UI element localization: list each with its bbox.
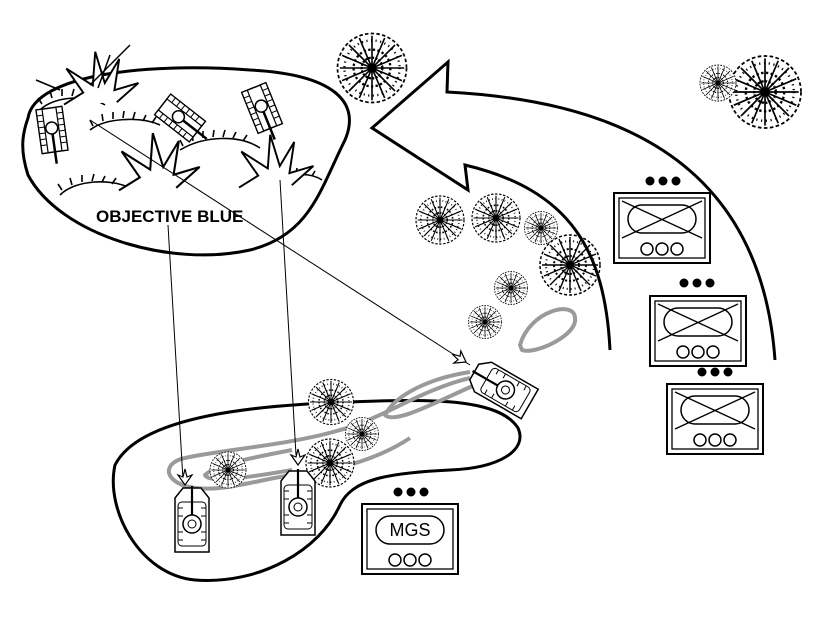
- tree-icon: [471, 193, 521, 243]
- lines-of-fire: [89, 119, 471, 481]
- tank-icon: [240, 81, 289, 146]
- mgs-label: MGS: [389, 520, 430, 540]
- tree-icon: [209, 451, 247, 489]
- tree-icon: [336, 32, 408, 104]
- tree-icon: [344, 416, 380, 452]
- infantry-unit-symbol: [613, 176, 711, 264]
- mgs-unit-symbol: MGS: [361, 487, 459, 575]
- objective-area-outline: [21, 66, 351, 257]
- stryker-vehicle-icon: [448, 347, 540, 420]
- tank-icon: [34, 105, 71, 167]
- tree-icon: [415, 195, 465, 245]
- explosion-streaks: [35, 44, 131, 91]
- battle-position-outline: [111, 398, 522, 582]
- infantry-unit-symbol: [666, 367, 764, 455]
- tree-icon: [727, 54, 803, 130]
- infantry-unit-symbol: [649, 278, 747, 367]
- movement-arrow-icon: [369, 58, 777, 361]
- tree-icon: [699, 64, 737, 102]
- tree-icon: [493, 270, 529, 306]
- tree-icon: [523, 210, 559, 246]
- tree-icon: [539, 234, 601, 296]
- tree-icon: [467, 304, 503, 340]
- objective-label: OBJECTIVE BLUE: [96, 207, 243, 226]
- stryker-vehicle-icon: [173, 468, 211, 554]
- tree-icon: [307, 378, 355, 426]
